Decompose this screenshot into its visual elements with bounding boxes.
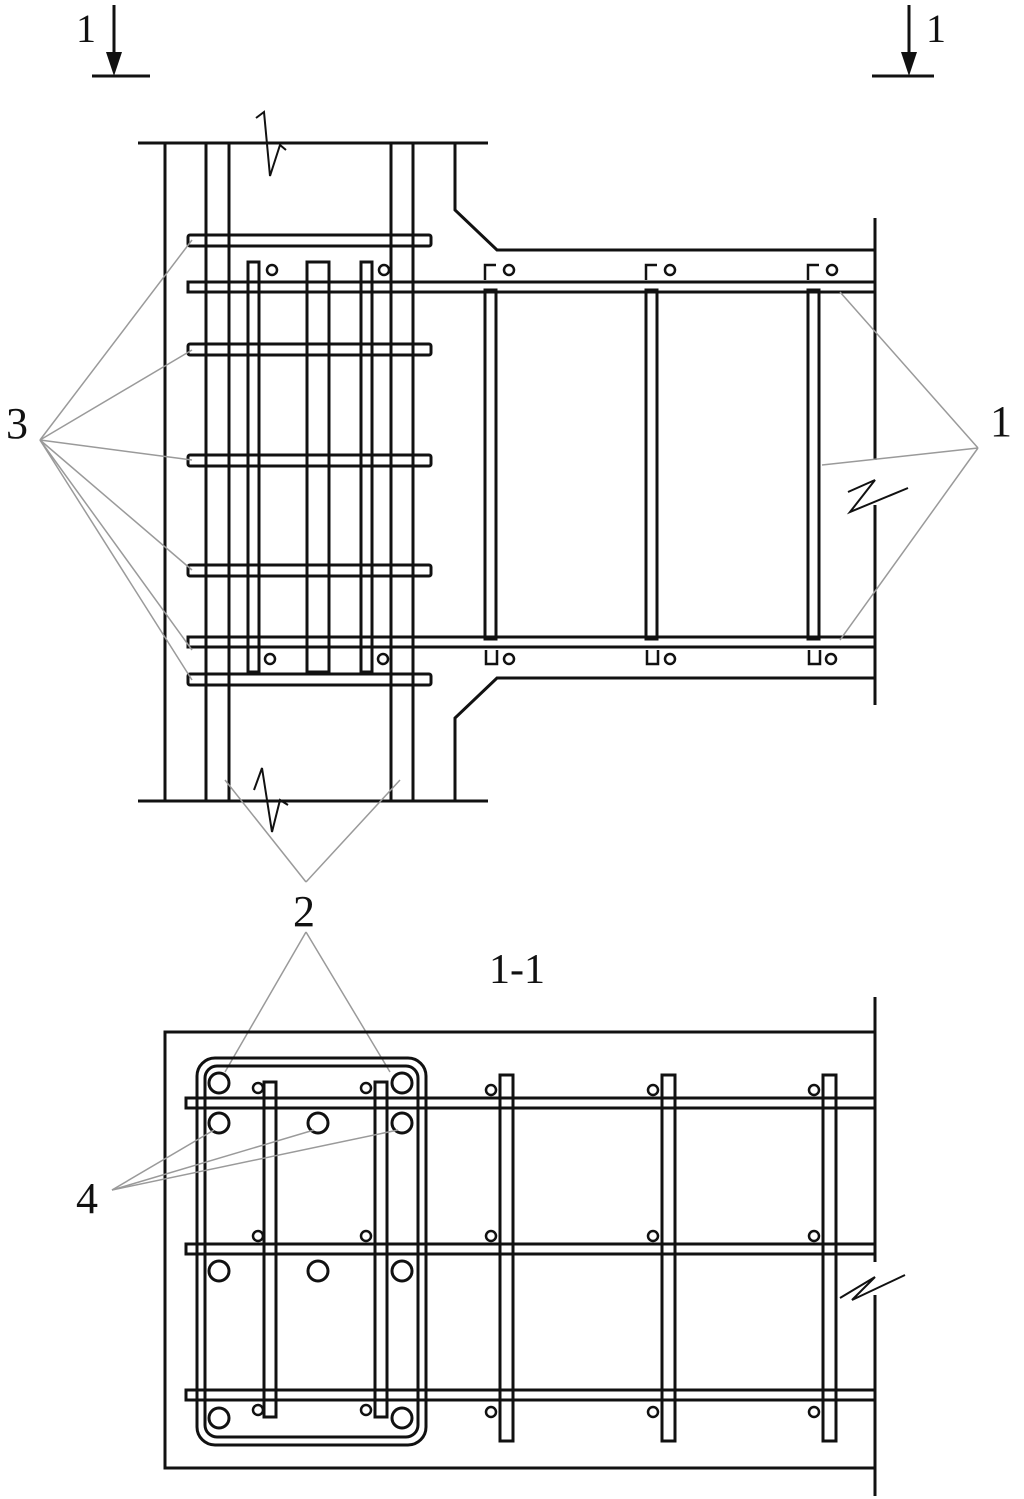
callout-1: 1 (990, 397, 1012, 446)
leader-lines-3 (39, 239, 193, 681)
beam-break (846, 479, 909, 515)
leader-lines-4 (111, 1129, 399, 1191)
column-main-bars-section (207, 1071, 414, 1430)
section-mark-right-label: 1 (926, 6, 946, 51)
leader-lines-2 (224, 779, 401, 1073)
beam-stirrups (483, 288, 821, 641)
elevation-view (138, 110, 909, 833)
column-break-bottom (253, 767, 289, 833)
section-horizontal-bars (184, 1096, 877, 1402)
stirrup-hooks-bottom (263, 650, 838, 666)
section-break (839, 1274, 906, 1301)
column-outline (138, 141, 877, 803)
section-title: 1-1 (489, 947, 545, 993)
column-longitudinal-bars (204, 143, 415, 801)
column-stirrup-section (195, 1056, 428, 1447)
section-view (163, 997, 906, 1496)
section-vertical-ties (262, 1073, 838, 1443)
leader-lines-1 (821, 291, 979, 641)
section-outline (163, 997, 877, 1496)
section-mark-left-label: 1 (76, 6, 96, 51)
section-mark-right (872, 5, 934, 78)
beam-longitudinal-bars (186, 280, 877, 649)
section-mark-left (92, 5, 150, 78)
callout-4: 4 (76, 1174, 98, 1223)
callout-2: 2 (293, 887, 315, 936)
tie-hook-circles (251, 1081, 821, 1419)
column-stirrups (186, 233, 433, 687)
callout-3: 3 (6, 399, 28, 448)
column-inner-ties (246, 260, 374, 674)
stirrup-hooks-top (265, 263, 839, 280)
column-break-top (255, 110, 287, 177)
